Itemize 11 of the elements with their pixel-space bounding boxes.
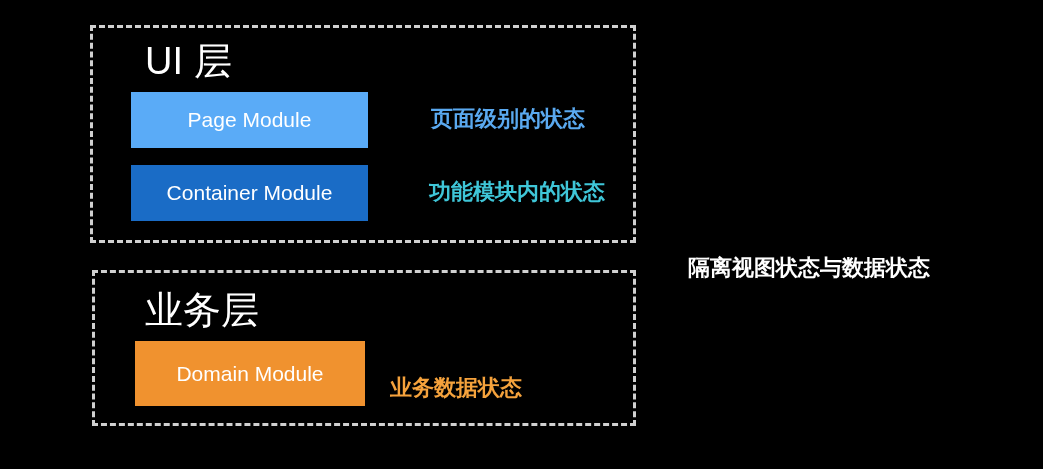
module-box: Page Module	[131, 92, 368, 148]
layer-frame	[90, 25, 636, 243]
state-note: 业务数据状态	[390, 377, 522, 399]
layer-frame	[92, 270, 636, 426]
module-box: Domain Module	[135, 341, 365, 406]
module-box: Container Module	[131, 165, 368, 221]
state-note: 页面级别的状态	[431, 108, 585, 130]
layer-title: UI 层	[145, 42, 232, 80]
layer-title: 业务层	[145, 291, 259, 329]
state-note: 功能模块内的状态	[429, 181, 605, 203]
note-text: 隔离视图状态与数据状态	[688, 257, 930, 279]
